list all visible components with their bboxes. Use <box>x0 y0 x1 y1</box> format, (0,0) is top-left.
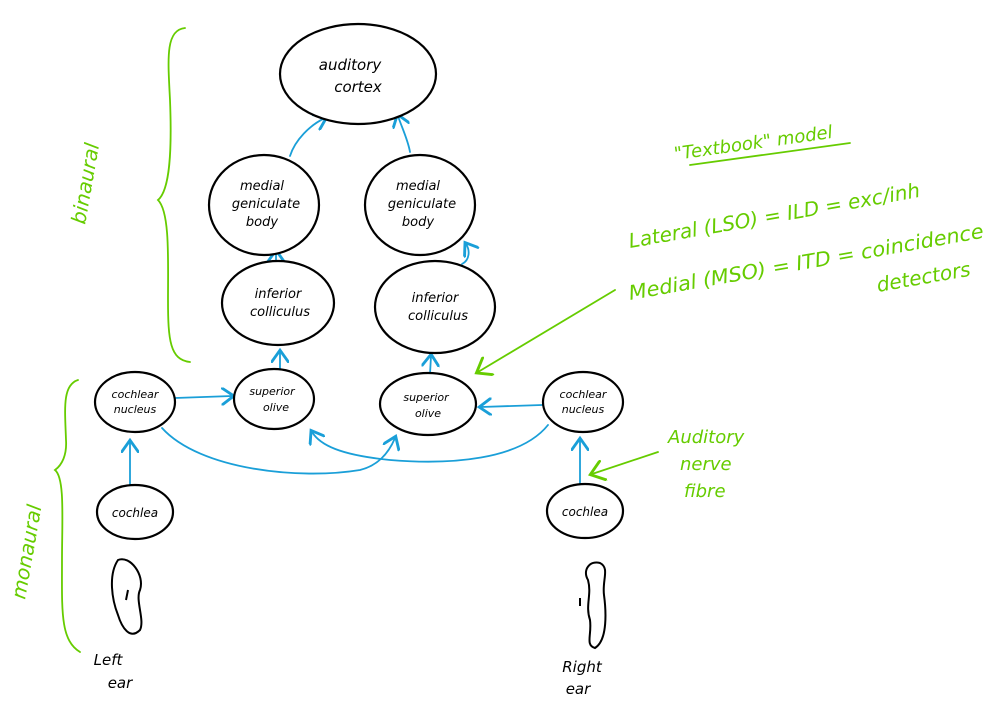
node-label: olive <box>415 407 441 420</box>
nerve-annotation: Auditory <box>667 427 745 448</box>
node-label: superior <box>249 385 296 398</box>
monaural-label: monaural <box>6 502 46 601</box>
left-ear-label-2: ear <box>108 674 133 692</box>
medial-annotation-2: detectors <box>875 257 973 297</box>
node-label: cochlear <box>560 388 608 401</box>
node-label: medial <box>396 179 440 194</box>
node-label: colliculus <box>408 309 468 324</box>
node-auditory-cortex: auditory cortex <box>278 22 438 126</box>
nerve-pointer-arrow <box>592 451 659 474</box>
nerve-annotation-3: fibre <box>684 481 726 502</box>
node-label: cortex <box>334 78 382 96</box>
arrow-ic-right-to-mgb-right <box>461 244 469 265</box>
node-label: inferior <box>412 291 460 306</box>
node-cn-right: cochlear nucleus <box>541 370 625 434</box>
node-label: inferior <box>255 287 303 302</box>
node-label: body <box>246 215 278 230</box>
arrow-cn-left-to-so-right <box>161 427 395 475</box>
arrow-so-right-to-ic-right <box>430 356 431 375</box>
node-mgb-right: medial geniculate body <box>363 153 477 257</box>
arrow-cn-left-to-so-left <box>174 396 232 398</box>
model-title-underline <box>689 142 851 166</box>
mso-pointer-arrow <box>478 289 616 372</box>
node-label: body <box>402 215 434 230</box>
node-label: colliculus <box>250 305 310 320</box>
nerve-annotation-2: nerve <box>680 454 732 475</box>
right-ear-icon <box>579 561 607 650</box>
node-label: cochlea <box>112 506 158 520</box>
node-label: geniculate <box>232 197 300 212</box>
node-label: geniculate <box>388 197 456 212</box>
right-ear-label-2: ear <box>566 680 591 698</box>
node-label: auditory <box>319 56 383 74</box>
arrow-cn-right-to-so-left <box>312 424 549 463</box>
model-title: "Textbook" model <box>673 122 834 165</box>
binaural-label: binaural <box>66 141 104 226</box>
left-ear-label: Left <box>94 651 124 669</box>
node-label: cochlear <box>112 388 160 401</box>
node-ic-left: inferior colliculus <box>220 259 336 347</box>
node-cochlea-left: cochlea <box>95 483 175 541</box>
arrow-cn-right-to-so-right <box>481 405 543 407</box>
node-cochlea-right: cochlea <box>545 482 625 540</box>
node-cn-left: cochlear nucleus <box>93 370 177 434</box>
node-label: nucleus <box>562 403 605 416</box>
node-label: superior <box>403 391 450 404</box>
node-label: medial <box>240 179 284 194</box>
node-mgb-left: medial geniculate body <box>207 153 321 257</box>
node-label: nucleus <box>114 403 157 416</box>
binaural-brace <box>156 27 191 363</box>
node-so-left: superior olive <box>232 367 316 431</box>
node-label: olive <box>263 401 289 414</box>
arrow-mgb-right-to-cortex <box>398 116 411 153</box>
node-ic-right: inferior colliculus <box>373 259 497 355</box>
left-ear-icon <box>111 558 143 635</box>
monaural-brace <box>53 379 81 653</box>
right-ear-label: Right <box>562 658 603 676</box>
node-so-right: superior olive <box>378 371 478 437</box>
node-label: cochlea <box>562 505 608 519</box>
pathway-arrows <box>130 116 580 485</box>
arrow-mgb-left-to-cortex <box>289 118 325 157</box>
